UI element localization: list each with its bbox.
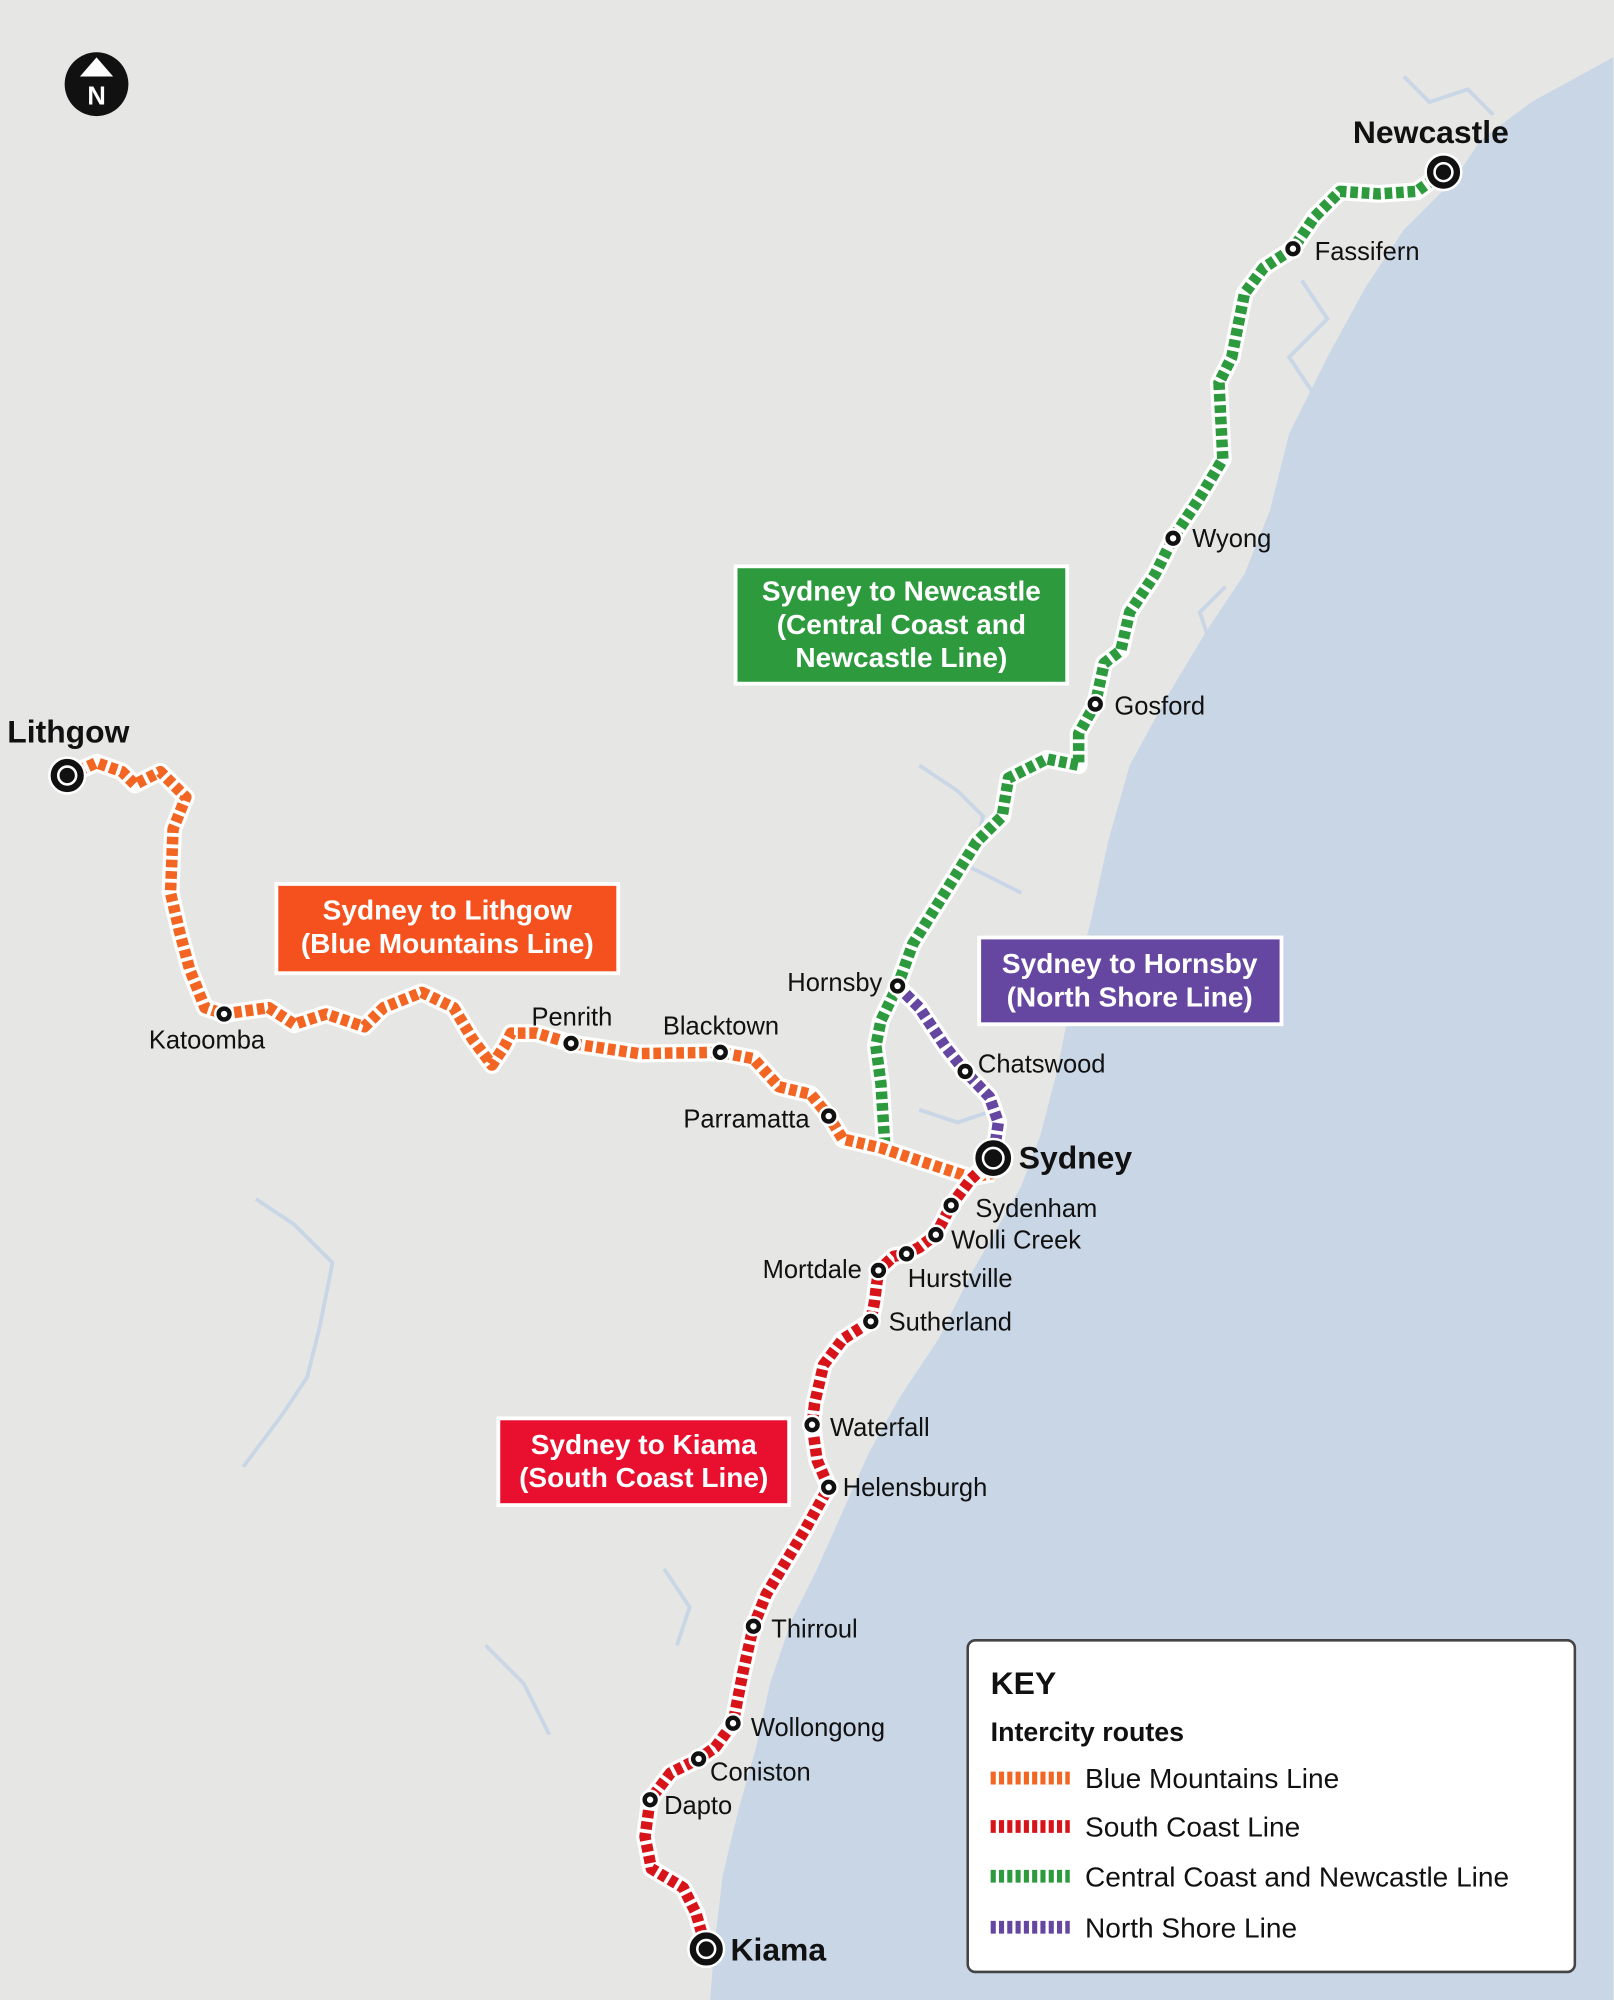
key-item-blue-mountains: Blue Mountains Line [1085,1763,1339,1794]
key-title: KEY [991,1665,1057,1701]
callout-line: (Blue Mountains Line) [301,928,594,959]
label-blacktown: Blacktown [663,1012,779,1040]
key-item-north-shore: North Shore Line [1085,1912,1297,1943]
terminus-markers [48,153,1463,1969]
label-sydenham: Sydenham [975,1195,1097,1223]
callout-line: (South Coast Line) [519,1462,768,1493]
callout-line: Sydney to Kiama [531,1429,757,1460]
label-coniston: Coniston [710,1759,811,1787]
callout-line: Sydney to Hornsby [1002,948,1258,979]
callout-newcastle: Sydney to Newcastle (Central Coast and N… [733,564,1070,686]
label-newcastle: Newcastle [1353,114,1509,150]
callout-kiama: Sydney to Kiama (South Coast Line) [496,1416,792,1508]
callout-hornsby: Sydney to Hornsby (North Shore Line) [977,935,1284,1027]
sea [710,57,1614,2000]
route-blue-mountains [63,753,995,1187]
label-wyong: Wyong [1192,525,1271,553]
north-arrow-icon: N [64,52,129,117]
callout-line: Newcastle Line) [795,642,1007,673]
terminus-marker-kiama[interactable] [687,1929,726,1969]
stations [48,153,1463,1969]
label-wolli-creek: Wolli Creek [951,1227,1081,1255]
label-mortdale: Mortdale [763,1256,862,1284]
label-hornsby: Hornsby [787,969,882,997]
terminus-marker-newcastle[interactable] [1424,153,1463,192]
label-hurstville: Hurstville [908,1265,1013,1293]
terminus-marker-lithgow[interactable] [48,756,87,795]
callout-line: Sydney to Lithgow [323,895,572,926]
station-labels: Newcastle Lithgow Sydney Kiama Fassifern… [7,114,1509,1968]
label-chatswood: Chatswood [978,1051,1106,1079]
label-dapto: Dapto [664,1792,732,1820]
callout-line: Sydney to Newcastle [762,576,1041,607]
key-item-central-coast: Central Coast and Newcastle Line [1085,1861,1509,1892]
label-parramatta: Parramatta [683,1106,810,1134]
label-gosford: Gosford [1114,692,1205,720]
label-lithgow: Lithgow [7,713,129,749]
terminus-marker-sydney[interactable] [972,1137,1014,1179]
label-kiama: Kiama [730,1931,826,1967]
callout-line: (North Shore Line) [1007,981,1253,1012]
key-subtitle: Intercity routes [991,1717,1184,1747]
inland-waterways [241,75,1495,1736]
map-key: KEY Intercity routes Blue Mountains Line… [966,1639,1577,1974]
label-fassifern: Fassifern [1315,238,1420,266]
label-sutherland: Sutherland [889,1308,1012,1336]
north-label: N [87,83,105,111]
label-wollongong: Wollongong [751,1714,885,1742]
label-helensburgh: Helensburgh [843,1474,988,1502]
label-sydney: Sydney [1019,1139,1133,1175]
label-penrith: Penrith [531,1004,612,1032]
callout-line: (Central Coast and [777,609,1026,640]
label-katoomba: Katoomba [149,1026,266,1054]
label-waterfall: Waterfall [830,1414,930,1442]
label-thirroul: Thirroul [771,1616,857,1644]
key-item-south-coast: South Coast Line [1085,1812,1300,1843]
callout-lithgow: Sydney to Lithgow (Blue Mountains Line) [274,882,621,976]
